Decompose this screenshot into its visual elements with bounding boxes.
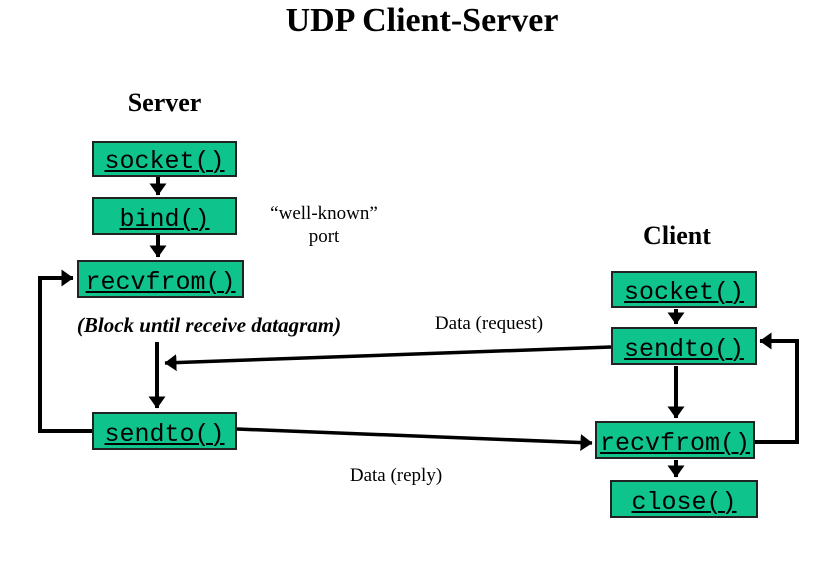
server-recvfrom-box: recvfrom() [77,260,244,298]
block-until-receive-note: (Block until receive datagram) [76,313,342,337]
server-recvfrom-label: recvfrom() [85,268,236,297]
well-known-port-note: “well-known” port [252,202,396,248]
server-heading: Server [127,88,202,117]
arrow-server-loop-sendto-to-recvfrom [38,269,92,433]
arrow-client-loop-recvfrom-to-sendto [755,332,799,444]
server-socket-label: socket() [104,147,225,176]
client-socket-label: socket() [623,278,745,307]
data-request-label: Data (request) [434,313,544,334]
client-close-label: close() [631,488,737,517]
client-recvfrom-label: recvfrom() [599,429,751,458]
server-bind-label: bind() [119,205,210,234]
well-known-line2: port [308,226,340,247]
server-sendto-label: sendto() [104,420,225,449]
server-bind-box: bind() [92,197,237,235]
client-sendto-box: sendto() [611,327,757,365]
arrow-data-reply [236,427,593,452]
arrow-data-request [164,345,612,372]
client-close-box: close() [610,480,758,518]
page-title: UDP Client-Server [285,2,559,39]
client-sendto-label: sendto() [623,335,745,364]
well-known-line1: “well-known” [270,203,378,224]
data-reply-label: Data (reply) [349,465,443,486]
server-socket-box: socket() [92,141,237,177]
client-socket-box: socket() [611,271,757,308]
client-recvfrom-box: recvfrom() [595,421,755,459]
client-heading: Client [643,221,711,250]
server-sendto-box: sendto() [92,412,237,450]
